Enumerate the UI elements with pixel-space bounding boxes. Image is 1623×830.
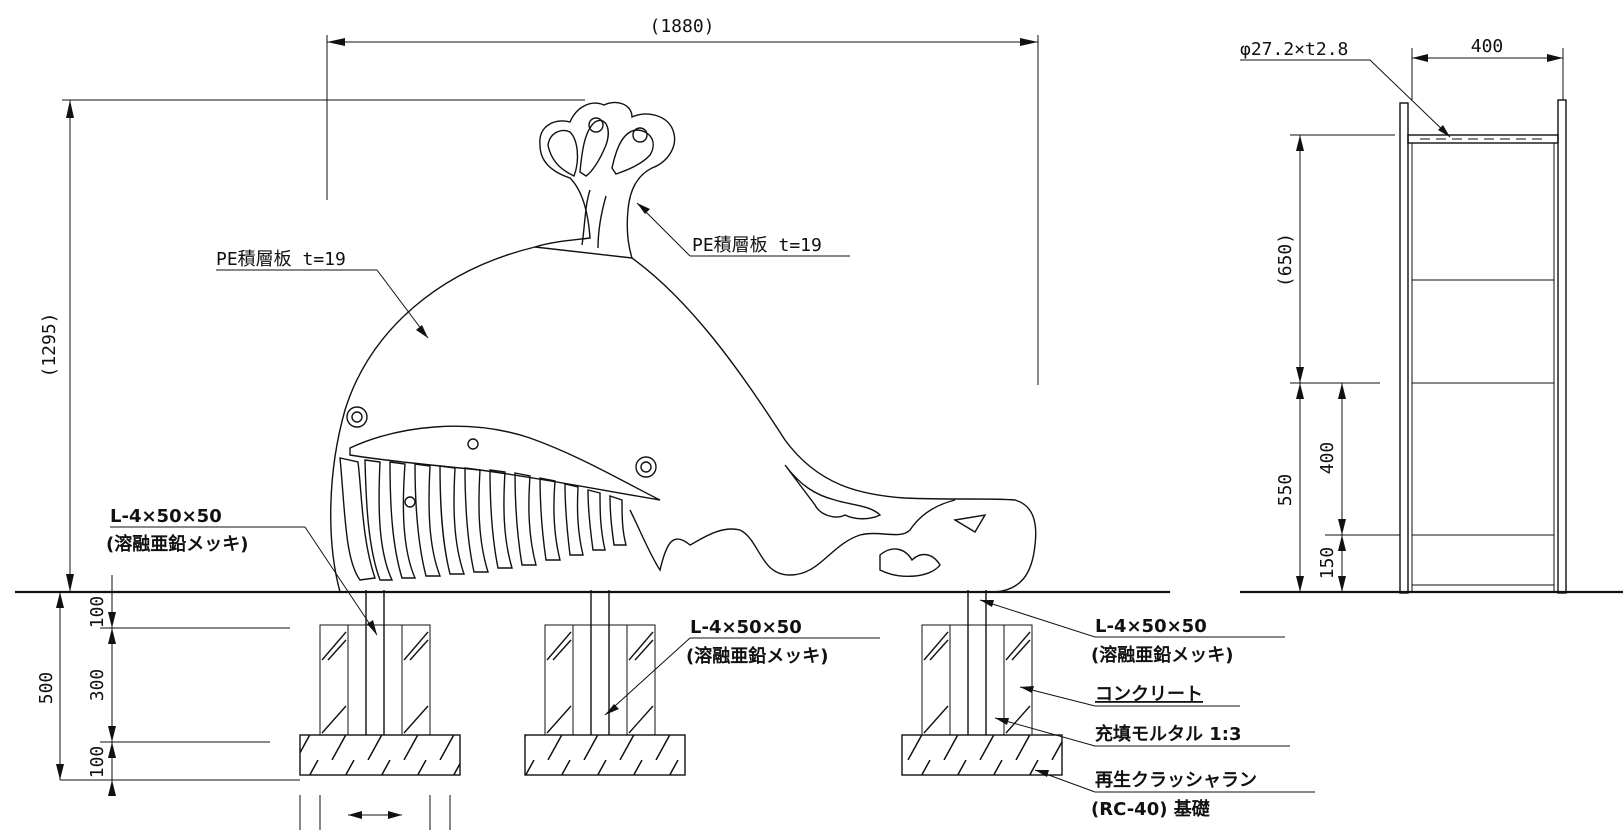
dim-side-width [1411,48,1564,100]
dim-embed-mid-text: 300 [87,669,108,702]
dim-overall-width-text: (1880) [649,16,714,37]
label-angle-3-line2: (溶融亜鉛メッキ) [1091,644,1233,666]
dim-side-base-text: 150 [1317,547,1338,580]
label-angle-2-line1: L-4×50×50 [690,617,802,638]
crusher-run-1 [299,734,461,776]
footing-2 [524,590,686,776]
dim-embedment [56,575,451,830]
footing-1 [299,590,461,776]
label-pipe: φ27.2×t2.8 [1240,39,1348,60]
leader-pe-body [216,269,429,339]
leader-angle-2 [604,637,880,716]
label-angle-1-line2: (溶融亜鉛メッキ) [106,533,248,555]
whale-panel [330,101,1037,593]
leader-pe-tail [636,202,850,257]
dim-overall-height-text: (1295) [39,312,60,377]
label-angle-3-line1: L-4×50×50 [1095,616,1207,637]
footing-3 [901,590,1063,776]
crusher-run-3 [901,734,1063,776]
label-angle-1-line1: L-4×50×50 [110,506,222,527]
dim-embed-total-text: 500 [36,672,57,705]
label-crusher-line1: 再生クラッシャラン [1095,769,1257,791]
label-angle-2-line2: (溶融亜鉛メッキ) [686,645,828,667]
label-pe-tail: PE積層板 t=19 [692,235,822,256]
dim-side-width-text: 400 [1471,36,1504,57]
leader-angle-1 [110,526,378,636]
dim-side-lower-text: 400 [1317,442,1338,475]
label-crusher-line2: (RC-40) 基礎 [1091,798,1210,820]
dim-overall-width [326,35,1039,385]
leader-angle-3 [979,599,1285,638]
label-mortar: 充填モルタル 1:3 [1095,723,1242,745]
leader-mortar [994,717,1290,747]
crusher-run-2 [524,734,686,776]
dim-embed-top-text: 100 [87,596,108,629]
side-view [1399,99,1567,594]
leader-crusher [1034,769,1315,793]
label-concrete: コンクリート [1095,684,1203,705]
leader-concrete [1019,686,1240,707]
dim-side-upper-text: (650) [1275,233,1296,287]
dim-side-vertical [1290,134,1400,592]
dim-overall-height [62,99,585,592]
dim-embed-bottom-text: 100 [87,746,108,779]
leader-pipe [1240,59,1451,138]
dim-side-lower-total-text: 550 [1275,474,1296,507]
label-pe-body: PE積層板 t=19 [216,249,346,270]
